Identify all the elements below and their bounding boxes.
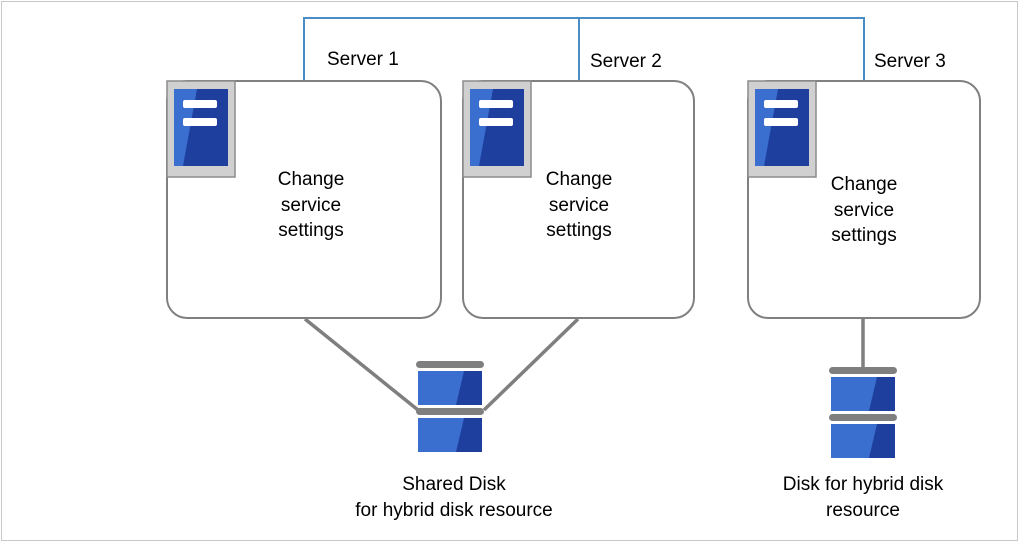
server-icon <box>462 80 532 178</box>
server-icon <box>747 80 817 178</box>
server-3-label: Server 3 <box>874 51 946 72</box>
server-1-text: Change service settings <box>277 169 345 241</box>
server-icon <box>166 80 236 178</box>
shared-disk-caption: Shared Disk for hybrid disk resource <box>355 474 553 521</box>
disk-connectors <box>303 317 865 412</box>
disk-icon <box>829 367 897 458</box>
server-1-label: Server 1 <box>327 49 399 70</box>
hybrid-disk-caption: Disk for hybrid disk resource <box>782 474 944 521</box>
disk-icon <box>416 361 484 452</box>
server-2-label: Server 2 <box>590 51 662 72</box>
server-3-text: Change service settings <box>830 174 898 246</box>
server-2-text: Change service settings <box>545 169 613 241</box>
network-bus <box>303 17 865 80</box>
